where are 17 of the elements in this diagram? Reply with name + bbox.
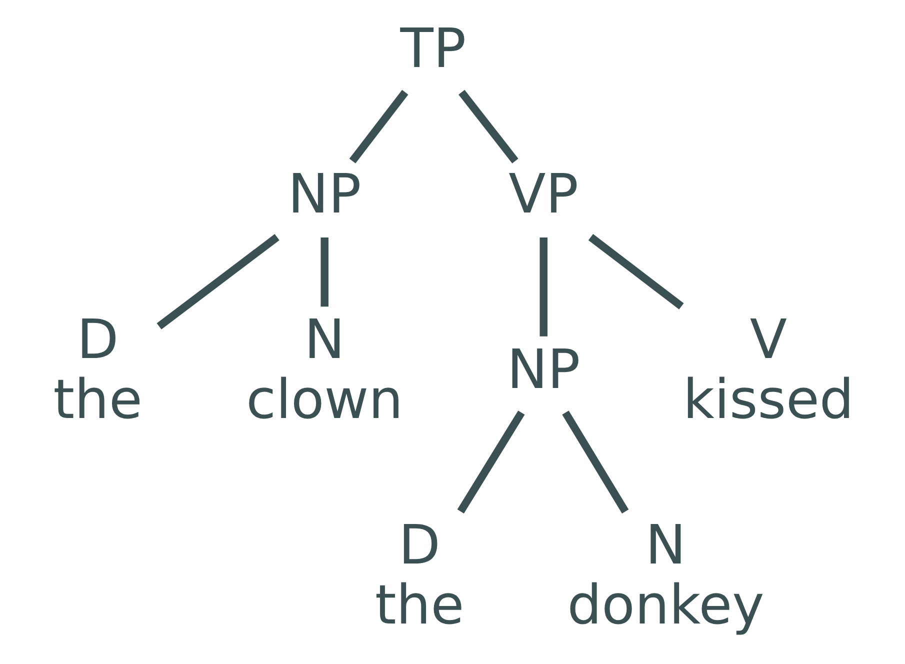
node-text: N clown bbox=[246, 308, 403, 432]
node-text: NP bbox=[287, 162, 361, 226]
node-text: V kissed bbox=[682, 308, 854, 432]
node-text: TP bbox=[400, 17, 466, 80]
node-text: D the bbox=[52, 308, 142, 432]
connector bbox=[320, 238, 328, 307]
connector bbox=[348, 90, 408, 164]
connector bbox=[458, 90, 518, 164]
node-text: D the bbox=[374, 513, 464, 637]
connector bbox=[539, 238, 547, 336]
connector bbox=[588, 234, 684, 310]
node-text: N donkey bbox=[566, 513, 764, 637]
connector bbox=[156, 234, 279, 330]
node-text: VP bbox=[508, 162, 578, 226]
connector bbox=[456, 410, 524, 514]
node-text: NP bbox=[506, 338, 580, 402]
connector bbox=[562, 410, 628, 514]
